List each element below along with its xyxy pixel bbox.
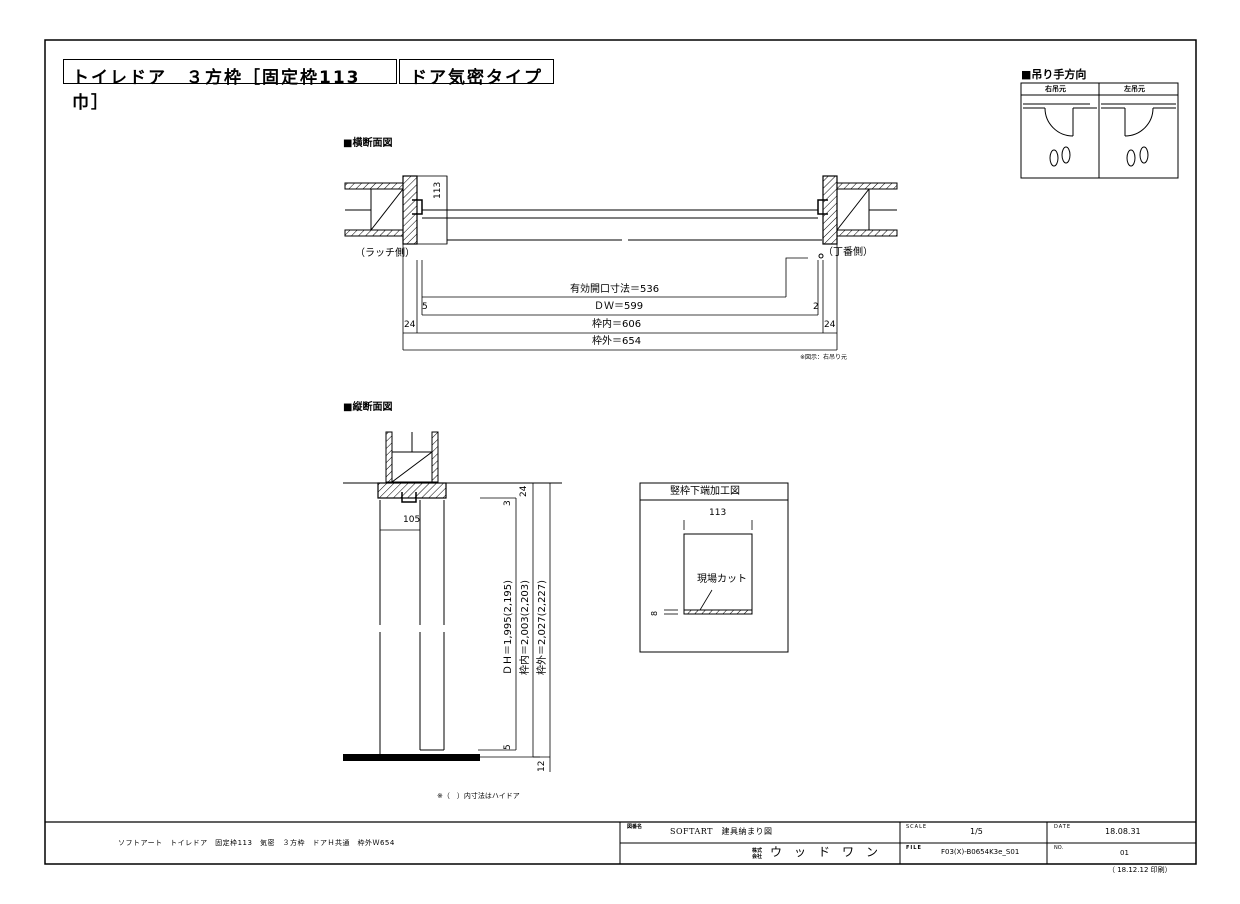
- dim-12: 12: [537, 760, 547, 772]
- cross-section-heading: ■横断面図: [343, 138, 393, 149]
- drawing-description: ソフトアート トイレドア 固定枠113 気密 ３方枠 ドアＨ共通 枠外Ｗ654: [118, 839, 395, 847]
- company-label: 株式会社: [752, 848, 763, 860]
- sheet-border: [44, 39, 1197, 865]
- title-block-frame: [45, 821, 1196, 864]
- frame-right-dim: 24: [824, 320, 836, 330]
- frame-depth-dim: 113: [433, 181, 443, 199]
- scale-value: 1/5: [970, 827, 983, 836]
- detail-height-dim: 8: [650, 610, 659, 616]
- gap-right-dim: 2: [813, 302, 819, 312]
- date-label: DATE: [1054, 824, 1072, 830]
- dim-top-24: 24: [519, 485, 529, 497]
- dim-5: 5: [503, 744, 513, 750]
- file-value: F03(X)-B0654K3e_S01: [941, 848, 1020, 856]
- vertical-section-heading: ■縦断面図: [343, 402, 393, 413]
- dh-dim: ＤＨ＝1,995(2,195): [503, 579, 514, 675]
- frame-inner-dim: 枠内＝606: [592, 319, 642, 330]
- no-label: NO.: [1054, 845, 1064, 851]
- bottom-cut-detail: [639, 482, 789, 653]
- detail-cut-label: 現場カット: [697, 574, 747, 585]
- drawing-subtitle: ドア気密タイプ: [399, 59, 554, 88]
- latch-side-label: （ラッチ側）: [355, 248, 415, 259]
- no-value: 01: [1120, 849, 1129, 857]
- cross-section-note: ※図示：右吊り元: [800, 354, 848, 361]
- frame-left-dim: 24: [404, 320, 416, 330]
- dim-3: 3: [503, 500, 513, 506]
- scale-label: SCALE: [906, 824, 928, 830]
- file-label: FILE: [906, 845, 922, 851]
- effective-opening-dim: 有効開口寸法＝536: [570, 284, 660, 295]
- drawing-title: トイレドア ３方枠［固定枠113巾］: [63, 59, 397, 113]
- dw-dim: ＤＷ＝599: [594, 301, 644, 312]
- vertical-inner-dim: 枠内＝2,003(2,203): [520, 579, 531, 675]
- hanging-direction-diagram: [1020, 82, 1179, 179]
- hanging-heading: ■吊り手方向: [1021, 68, 1087, 81]
- detail-heading: 竪枠下端加工図: [670, 486, 740, 497]
- hinge-side-label: （丁番側）: [823, 247, 873, 258]
- company-name: ウ ッ ド ワ ン: [770, 845, 879, 859]
- gap-left-dim: 5: [422, 302, 428, 312]
- vertical-outer-dim: 枠外＝2,027(2,227): [537, 579, 548, 675]
- right-hung-label: 右吊元: [1045, 85, 1066, 93]
- left-hung-label: 左吊元: [1124, 85, 1145, 93]
- vertical-section-diagram: [343, 431, 562, 772]
- drawing-name: SOFTART 建具納まり図: [670, 827, 773, 836]
- frame-outer-dim: 枠外＝654: [592, 336, 642, 347]
- drawing-name-label: 図番名: [627, 824, 643, 830]
- vertical-section-note: ※（ ）内寸法はハイドア: [437, 792, 520, 800]
- cross-section-diagram: [344, 175, 898, 351]
- detail-width-dim: 113: [709, 508, 727, 518]
- printed-date: （ 18.12.12 印刷）: [1108, 866, 1172, 874]
- date-value: 18.08.31: [1105, 827, 1141, 836]
- dim-105: 105: [403, 515, 421, 525]
